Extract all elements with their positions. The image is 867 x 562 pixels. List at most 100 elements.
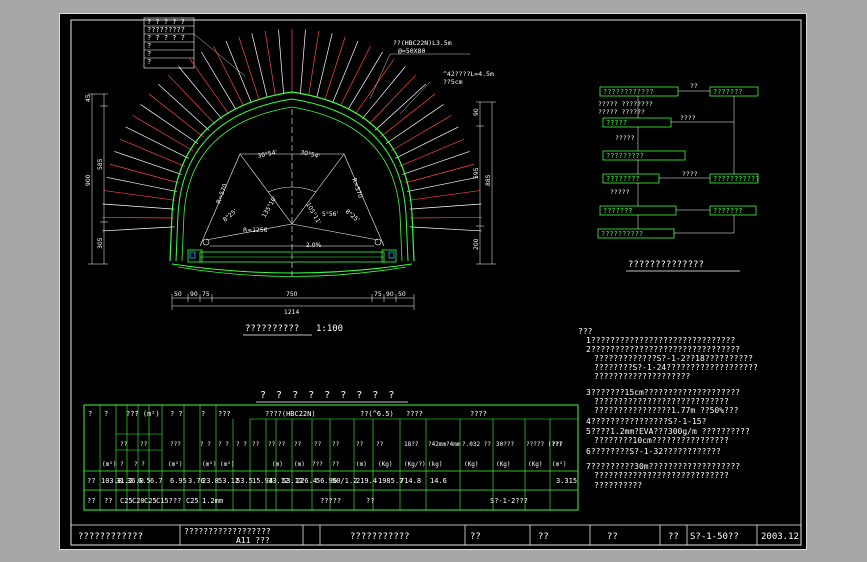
table-cell: (m²) xyxy=(168,461,182,468)
section-scale: 1:100 xyxy=(316,324,343,334)
table-cell: 33.12 xyxy=(268,477,289,485)
rock-bolt xyxy=(332,40,359,102)
table-cell: (Kg) xyxy=(496,461,510,468)
table-cell: 23.8 xyxy=(202,477,219,485)
legend-line-6: ? xyxy=(147,58,151,66)
rock-bolt xyxy=(324,36,346,100)
table-cell: 219.4 xyxy=(356,477,377,485)
table-cell: ?? xyxy=(294,441,302,448)
tunnel-section-drawing[interactable]: ? ? ? ? ? ????????? ? ? ? ? ? ? ? ? xyxy=(60,14,808,551)
table-cell: ?? xyxy=(278,441,286,448)
rock-bolt xyxy=(213,45,244,106)
table-cell: ? xyxy=(104,410,108,418)
table-cell: (kg) xyxy=(428,461,442,468)
dim-bottom-l3: 75 xyxy=(202,291,210,298)
inner-label-left: 8°25' xyxy=(222,208,239,224)
table-cell: ??(^6.5) xyxy=(360,410,394,418)
note-line: 6????????S?-1-32???????????? xyxy=(586,447,721,456)
table-cell: 103.8 xyxy=(101,477,122,485)
flow-title: ?????????????? xyxy=(628,260,704,270)
table-cell: 30??? xyxy=(496,441,514,448)
rock-bolt xyxy=(102,203,175,210)
slope-label: 2.0% xyxy=(306,242,322,249)
table-cell: (Kg) xyxy=(528,461,542,468)
tb-drawing-no: S?-1-50?? xyxy=(690,532,739,542)
rock-bolt xyxy=(407,176,478,192)
radius-label-left: R=570 xyxy=(215,183,229,205)
table-cell: 18?? xyxy=(404,441,419,448)
flow-label-2: ????? ???????? xyxy=(598,100,653,108)
rock-bolt xyxy=(148,93,204,137)
table-cell: ?? xyxy=(268,441,276,448)
flow-box-4: ????????? xyxy=(606,152,644,160)
table-cell: ? ? xyxy=(200,441,211,448)
tb-label: ?? xyxy=(668,532,679,542)
flow-box-7: ??????? xyxy=(603,207,633,215)
table-cell: ?? xyxy=(332,461,340,468)
rock-bolt xyxy=(368,74,417,125)
flow-box-1: ???????????? xyxy=(603,88,654,96)
legend-line-3: ? ? ? ? ? xyxy=(147,34,185,42)
rock-bolt xyxy=(251,33,268,97)
rock-bolt xyxy=(102,217,175,219)
table-cell: C15??? xyxy=(156,497,181,505)
flow-label-5: ???? xyxy=(680,114,696,122)
dim-bottom-r2: 90 xyxy=(386,291,394,298)
table-cell: 226.4 xyxy=(296,477,317,485)
table-cell: ????? (??) xyxy=(526,441,562,448)
dim-right-mid: 595 xyxy=(473,167,480,179)
note-line: ?????????????S?-1-2??18?????????? xyxy=(594,354,753,363)
rock-bolt xyxy=(402,151,470,175)
table-cell: 6.95 xyxy=(170,477,187,485)
dim-bottom-r1: 75 xyxy=(374,291,382,298)
dim-bottom-l2: 90 xyxy=(190,291,198,298)
rock-bolt xyxy=(355,58,395,114)
section-title: ?????????? xyxy=(245,324,299,334)
tb-review: ?? xyxy=(607,532,618,542)
rock-bolt xyxy=(278,29,284,95)
dim-left-bottom: 305 xyxy=(97,237,104,249)
angle-label-left: 30°54' xyxy=(257,149,278,160)
table-cell: 6.5 xyxy=(138,477,151,485)
table-cell: 56.96 xyxy=(316,477,337,485)
table-cell: ?? xyxy=(120,441,128,448)
rock-bolt xyxy=(132,115,194,152)
note-line: 5????1.2mm?EVA???300g/m ?????????? xyxy=(586,427,750,436)
rock-bolt xyxy=(167,74,216,125)
center-label-left: 135°10' xyxy=(261,195,279,219)
table-cell: C20 xyxy=(132,497,145,505)
rock-bolt xyxy=(140,104,199,144)
dim-bottom-total: 1214 xyxy=(284,309,299,316)
dimension-texts: 45 900 585 305 90 595 885 200 750 1214 5… xyxy=(85,94,492,316)
table-cell: 31.2 xyxy=(116,477,133,485)
rock-bolt xyxy=(316,33,333,97)
drawing-sheet[interactable]: ? ? ? ? ? ????????? ? ? ? ? ? ? ? ? xyxy=(59,13,807,550)
mid-label-right: 5°56' xyxy=(322,211,338,218)
note-line: ???????????????????? xyxy=(594,372,691,381)
rock-bolt xyxy=(104,190,176,201)
callouts: ??(HBC22N)L3.5m @=50X80 ^42????L=4.5m ??… xyxy=(369,39,494,115)
table-cell: ? ? xyxy=(218,441,229,448)
dimension-lines xyxy=(88,93,496,310)
rock-bolt xyxy=(102,226,175,232)
table-cell: 6.7 xyxy=(150,477,163,485)
rock-bolt xyxy=(201,51,237,110)
table-cell: ??? xyxy=(218,410,231,418)
rock-bolt xyxy=(408,190,480,201)
inner-label-right: 8°25' xyxy=(344,208,361,224)
dim-right-bottom: 200 xyxy=(473,238,480,250)
table-cell: ??? xyxy=(552,441,563,448)
table-cell: ???? xyxy=(470,410,487,418)
table-cell: ??? xyxy=(312,461,323,468)
pipe-spacing: ??5cm xyxy=(443,78,463,86)
table-cell: ??? (m²) xyxy=(126,410,160,418)
rock-bolt xyxy=(409,217,482,219)
table-cell: (m²) xyxy=(102,461,116,468)
rock-bolt xyxy=(347,51,383,110)
table-cell: ?? xyxy=(87,497,95,505)
table-cell: ? xyxy=(88,410,92,418)
table-cell: S?-1-2??? xyxy=(490,497,528,505)
table-cell: 53.12 xyxy=(282,477,303,485)
table-cell: ????? xyxy=(320,497,341,505)
table-cell: 50/1.2 xyxy=(332,477,357,485)
